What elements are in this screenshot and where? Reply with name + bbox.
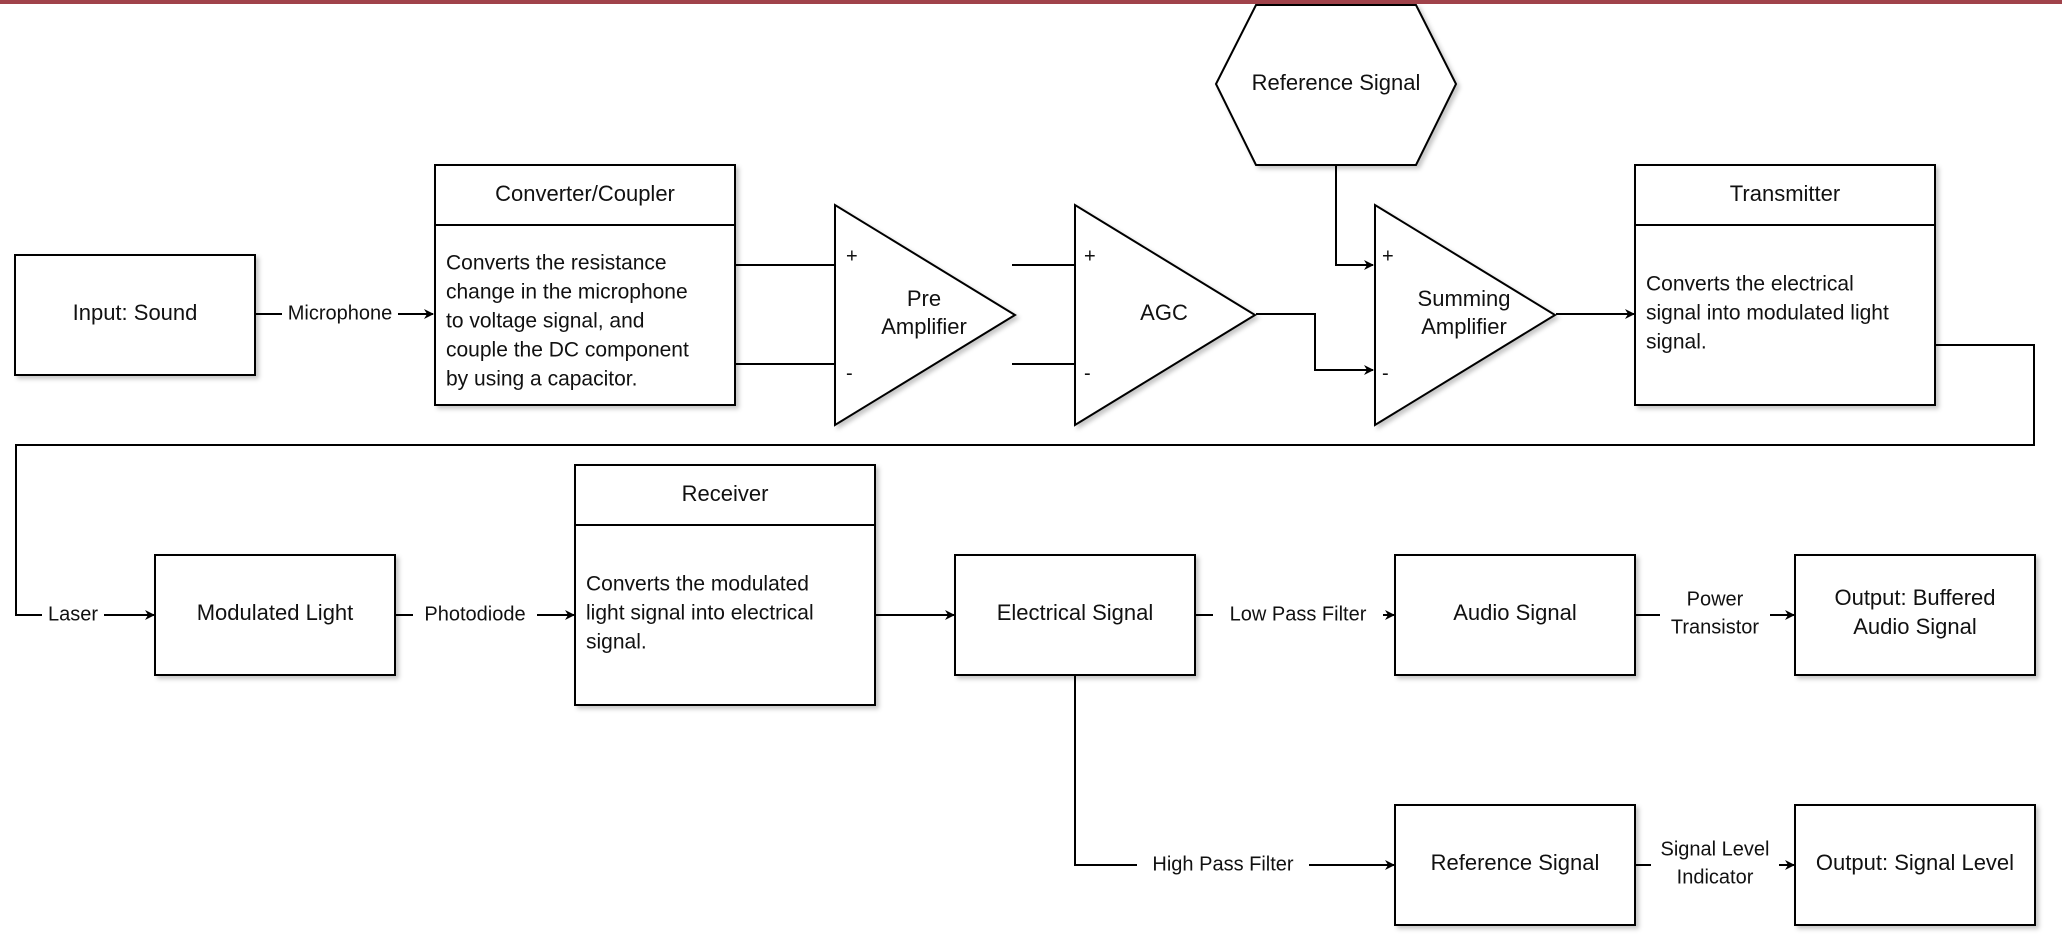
edge-agc-to-summing-minus[interactable]: [1256, 313, 1374, 375]
edge-label-power-transistor: Power Transistor: [1660, 586, 1770, 642]
node-reference-signal-top[interactable]: Reference Signal: [1214, 4, 1458, 166]
edge-labels: Microphone Laser Photodiode Low Pass Fil…: [42, 301, 1779, 892]
converter-desc-line-1: Converts the resistance: [446, 252, 667, 275]
svg-text:Indicator: Indicator: [1677, 866, 1754, 888]
node-modulated-light[interactable]: Modulated Light: [154, 554, 396, 676]
converter-desc-line-3: to voltage signal, and: [446, 310, 644, 333]
edge-reference-to-summing-plus[interactable]: [1335, 165, 1374, 270]
reference-signal-bottom-label: Reference Signal: [1431, 850, 1600, 875]
output-buffered-line-1: Output: Buffered: [1834, 585, 1995, 610]
svg-text:Signal Level: Signal Level: [1661, 838, 1770, 860]
node-reference-signal-bottom[interactable]: Reference Signal: [1394, 804, 1636, 926]
transmitter-title: Transmitter: [1730, 181, 1840, 206]
audio-signal-label: Audio Signal: [1453, 600, 1577, 625]
agc-minus-pin: -: [1084, 362, 1091, 384]
reference-signal-top-label: Reference Signal: [1252, 70, 1421, 95]
edge-label-photodiode: Photodiode: [413, 602, 537, 628]
summing-plus-pin: +: [1382, 245, 1394, 267]
transmitter-desc-line-3: signal.: [1646, 331, 1707, 354]
svg-text:Photodiode: Photodiode: [424, 603, 525, 625]
edge-electrical-to-reference[interactable]: [1074, 676, 1395, 870]
svg-text:Microphone: Microphone: [288, 302, 393, 324]
node-pre-amplifier[interactable]: + - Pre Amplifier: [834, 203, 1017, 427]
node-receiver[interactable]: Receiver Converts the modulated light si…: [574, 464, 876, 706]
node-transmitter[interactable]: Transmitter Converts the electrical sign…: [1634, 164, 1936, 406]
summing-label-line-1: Summing: [1418, 286, 1511, 311]
node-output-signal-level[interactable]: Output: Signal Level: [1794, 804, 2036, 926]
node-agc[interactable]: + - AGC: [1074, 203, 1257, 427]
input-sound-label: Input: Sound: [73, 300, 198, 325]
node-electrical-signal[interactable]: Electrical Signal: [954, 554, 1196, 676]
edge-label-signal-level-indicator: Signal Level Indicator: [1651, 836, 1779, 892]
svg-text:Transistor: Transistor: [1671, 616, 1760, 638]
output-buffered-line-2: Audio Signal: [1853, 614, 1977, 639]
node-converter-coupler[interactable]: Converter/Coupler Converts the resistanc…: [434, 164, 736, 406]
edge-label-low-pass-filter: Low Pass Filter: [1213, 602, 1383, 628]
converter-desc-line-4: couple the DC component: [446, 339, 689, 362]
svg-text:High Pass Filter: High Pass Filter: [1152, 853, 1293, 875]
receiver-title: Receiver: [682, 481, 769, 506]
converter-title: Converter/Coupler: [495, 181, 675, 206]
node-summing-amplifier[interactable]: + - Summing Amplifier: [1374, 203, 1557, 427]
modulated-light-label: Modulated Light: [197, 600, 354, 625]
svg-text:Power: Power: [1687, 588, 1744, 610]
preamp-label-line-1: Pre: [907, 286, 941, 311]
edge-label-laser: Laser: [42, 602, 104, 628]
output-signal-level-label: Output: Signal Level: [1816, 850, 2014, 875]
window-top-border: [0, 0, 2062, 4]
converter-desc-line-5: by using a capacitor.: [446, 368, 637, 391]
node-output-buffered-audio[interactable]: Output: Buffered Audio Signal: [1794, 554, 2036, 676]
transmitter-desc-line-2: signal into modulated light: [1646, 302, 1889, 325]
node-input-sound[interactable]: Input: Sound: [14, 254, 256, 376]
edge-transmitter-to-modulated-light[interactable]: [15, 344, 2035, 620]
node-audio-signal[interactable]: Audio Signal: [1394, 554, 1636, 676]
receiver-desc-line-1: Converts the modulated: [586, 573, 809, 596]
electrical-signal-label: Electrical Signal: [997, 600, 1154, 625]
converter-desc-line-2: change in the microphone: [446, 281, 688, 304]
edge-label-high-pass-filter: High Pass Filter: [1137, 852, 1309, 878]
receiver-desc-line-3: signal.: [586, 631, 647, 654]
svg-text:Laser: Laser: [48, 603, 98, 625]
preamp-minus-pin: -: [846, 362, 853, 384]
preamp-plus-pin: +: [846, 245, 858, 267]
transmitter-desc-line-1: Converts the electrical: [1646, 273, 1854, 296]
svg-text:Low Pass Filter: Low Pass Filter: [1230, 603, 1367, 625]
preamp-label-line-2: Amplifier: [881, 314, 967, 339]
edge-label-microphone: Microphone: [282, 301, 398, 327]
summing-label-line-2: Amplifier: [1421, 314, 1507, 339]
summing-minus-pin: -: [1382, 362, 1389, 384]
agc-label: AGC: [1140, 300, 1188, 325]
agc-plus-pin: +: [1084, 245, 1096, 267]
receiver-desc-line-2: light signal into electrical: [586, 602, 814, 625]
